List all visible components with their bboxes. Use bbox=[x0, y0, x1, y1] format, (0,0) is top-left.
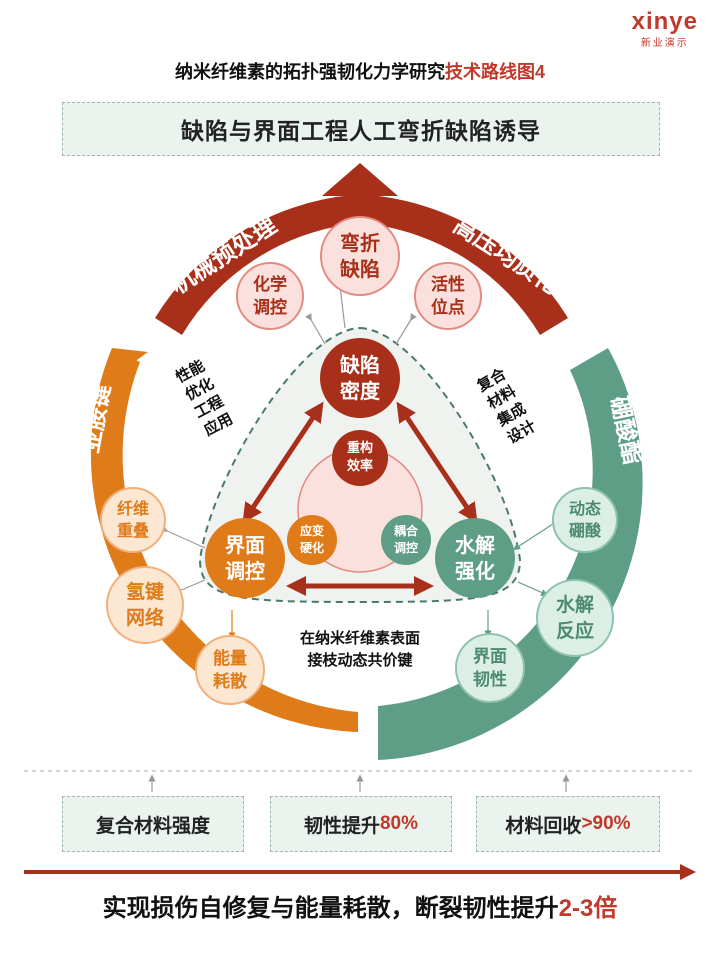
svg-text:界面: 界面 bbox=[473, 647, 507, 666]
svg-text:强化: 强化 bbox=[455, 559, 495, 583]
svg-text:氢键: 氢键 bbox=[126, 580, 164, 603]
side-label-left: 性能 优化 工程 应用 bbox=[173, 356, 236, 439]
conclusion-highlight: 2-3倍 bbox=[558, 895, 618, 922]
svg-text:效率: 效率 bbox=[347, 458, 373, 473]
arrow-right-diag bbox=[396, 401, 478, 524]
top-banner: 缺陷与界面工程人工弯折缺陷诱导 bbox=[62, 102, 660, 156]
svg-text:活性: 活性 bbox=[431, 274, 465, 294]
node-bend-defect: 弯折 缺陷 bbox=[320, 216, 400, 296]
svg-text:调控: 调控 bbox=[253, 297, 287, 317]
conclusion-text: 实现损伤自修复与能量耗散，断裂韧性提升2-3倍 bbox=[0, 888, 720, 923]
metric-value: 80% bbox=[379, 813, 419, 834]
svg-text:界面: 界面 bbox=[225, 534, 265, 557]
node-energy-dissipation: 能量 耗散 bbox=[195, 635, 265, 705]
metric-label: 韧性提升 bbox=[303, 815, 380, 837]
svg-text:调控: 调控 bbox=[394, 540, 418, 555]
page-title: 纳米纤维素的拓扑强韧化力学研究技术路线图4 bbox=[0, 58, 720, 84]
logo-subtitle: 新业演示 bbox=[640, 38, 689, 49]
svg-text:耦合: 耦合 bbox=[394, 523, 419, 538]
svg-text:网络: 网络 bbox=[126, 606, 164, 629]
svg-text:密度: 密度 bbox=[340, 379, 381, 403]
svg-text:缺陷: 缺陷 bbox=[340, 353, 380, 377]
metric-label: 材料回收 bbox=[505, 815, 582, 837]
title-highlight: 技术路线图4 bbox=[444, 62, 545, 82]
svg-text:能量: 能量 bbox=[213, 648, 247, 668]
conclusion-main: 实现损伤自修复与能量耗散，断裂韧性提升 bbox=[102, 895, 559, 922]
brand-logo: xinye 新业演示 bbox=[631, 8, 698, 50]
metric-box-recycling: 材料回收>90% bbox=[476, 796, 660, 852]
svg-text:水解: 水解 bbox=[556, 593, 594, 616]
top-arc bbox=[155, 163, 568, 335]
svg-text:重构: 重构 bbox=[347, 440, 373, 455]
svg-text:韧性: 韧性 bbox=[473, 669, 507, 689]
svg-text:弯折: 弯折 bbox=[340, 231, 380, 255]
svg-text:位点: 位点 bbox=[431, 297, 465, 317]
node-strain-harden: 应变 硬化 bbox=[287, 515, 337, 565]
svg-text:化学: 化学 bbox=[253, 274, 287, 294]
left-arc bbox=[90, 348, 358, 732]
svg-text:纤维: 纤维 bbox=[117, 499, 149, 518]
node-interface-control: 界面 调控 bbox=[205, 518, 285, 598]
metric-value: >90% bbox=[581, 813, 631, 834]
metric-label: 复合材料强度 bbox=[95, 815, 210, 837]
svg-text:动态: 动态 bbox=[569, 499, 601, 518]
node-water-strength: 水解 强化 bbox=[435, 518, 515, 598]
side-label-right: 复合 材料 集成 设计 bbox=[473, 364, 539, 447]
node-hydrolysis-react: 水解 反应 bbox=[536, 579, 614, 657]
svg-text:硼酸: 硼酸 bbox=[569, 521, 602, 540]
title-main: 纳米纤维素的拓扑强韧化力学研究 bbox=[174, 62, 445, 82]
right-arc bbox=[378, 348, 643, 760]
node-interface-toughness: 界面 韧性 bbox=[455, 633, 525, 703]
arrow-left-diag bbox=[242, 401, 324, 524]
node-hbond-network: 氢键 网络 bbox=[106, 566, 184, 644]
svg-text:反应: 反应 bbox=[556, 619, 594, 642]
logo-word: xinye bbox=[631, 8, 698, 35]
svg-text:调控: 调控 bbox=[225, 559, 265, 583]
node-chem-control: 化学 调控 bbox=[236, 262, 304, 330]
metric-box-strength: 复合材料强度 bbox=[62, 796, 244, 852]
long-arrow-head bbox=[680, 864, 696, 880]
node-dynamic-boronic: 动态 硼酸 bbox=[552, 487, 618, 553]
top-arrow-tip bbox=[322, 163, 398, 196]
svg-text:水解: 水解 bbox=[455, 533, 495, 557]
svg-text:应变: 应变 bbox=[300, 523, 324, 538]
svg-text:耗散: 耗散 bbox=[213, 671, 248, 691]
node-restructure: 重构 效率 bbox=[332, 430, 388, 486]
center-note-line1: 在纳米纤维素表面 bbox=[300, 629, 420, 647]
node-fiber-overlap: 纤维 重叠 bbox=[100, 487, 166, 553]
node-defect-density: 缺陷 密度 bbox=[320, 338, 400, 418]
svg-text:缺陷: 缺陷 bbox=[340, 257, 380, 281]
node-active-sites: 活性 位点 bbox=[414, 262, 482, 330]
svg-text:硬化: 硬化 bbox=[300, 540, 324, 555]
svg-text:重叠: 重叠 bbox=[117, 521, 149, 540]
center-note-line2: 接枝动态共价键 bbox=[307, 651, 412, 669]
node-coupling-control: 耦合 调控 bbox=[381, 515, 431, 565]
